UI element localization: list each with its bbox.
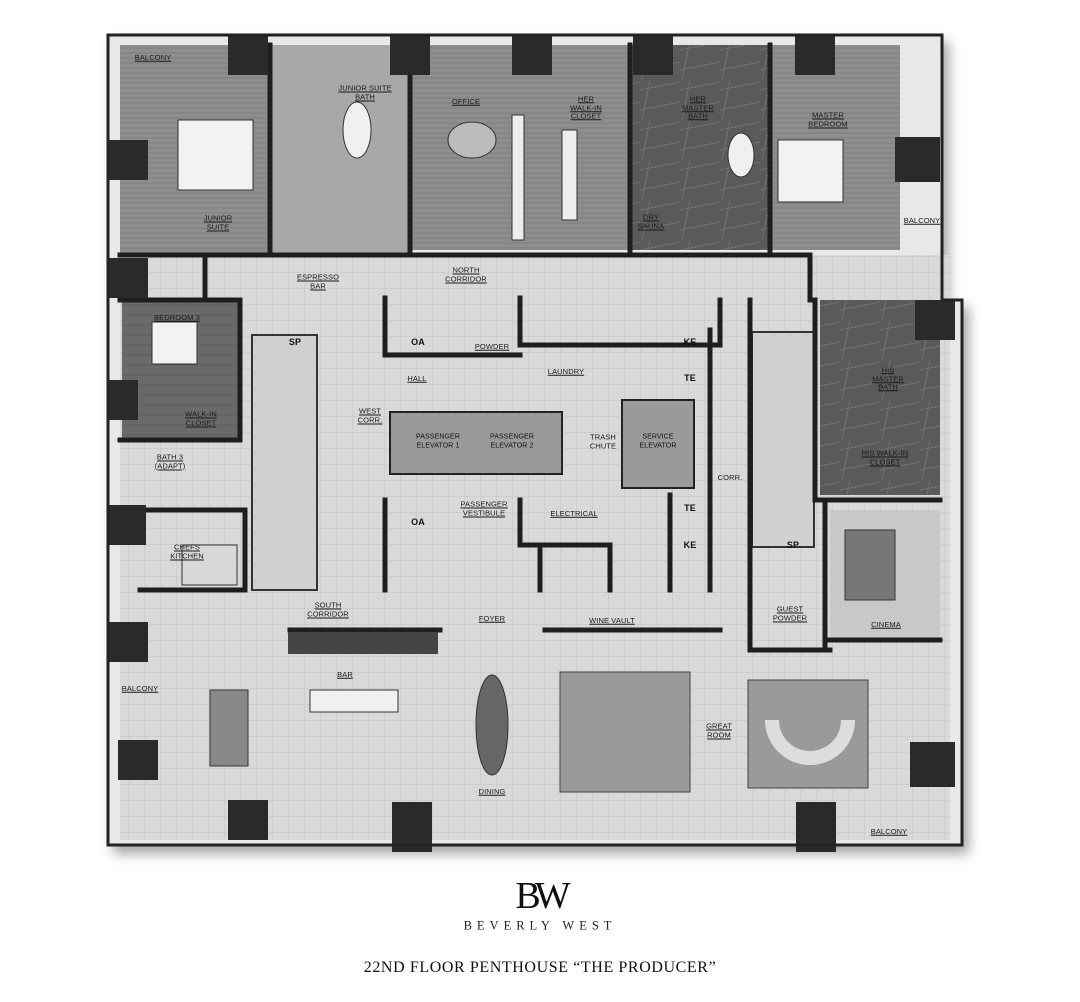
room-label-te-south: TE [684,502,696,513]
room-label-passenger-elevator-2: PASSENGER ELEVATOR 2 [490,433,534,450]
bar-counter [309,689,399,713]
room-label-corr-east: CORR. [717,472,743,482]
room-label-laundry: LAUNDRY [547,366,585,376]
room-label-wine-vault: WINE VAULT [589,615,635,625]
room-label-his-master-bath: HIS MASTER BATH [872,365,904,392]
west-stair [251,334,318,591]
brand-name: BEVERLY WEST [463,918,617,933]
room-label-oa-north: OA [411,336,425,347]
room-label-his-walk-in-closet: HIS WALK-IN CLOSET [861,448,909,466]
room-label-hall: HALL [407,373,427,383]
room-label-junior-suite-bath: JUNIOR SUITE BATH [338,83,392,101]
room-label-bar: BAR [337,669,353,679]
dining-table [475,674,509,776]
room-label-balcony-sw: BALCONY [121,683,159,693]
pool-table [209,689,249,767]
bedroom-3-bed [151,321,198,365]
brand-logo-letters: BW [515,875,570,917]
cinema-sofa [844,529,896,601]
room-label-sp-west: SP [288,336,302,347]
room-label-te-north: TE [684,372,696,383]
room-label-electrical: ELECTRICAL [550,508,598,518]
room-label-dining: DINING [478,786,506,796]
brand-logo: BW [515,874,570,918]
sectional-sofa [765,719,855,765]
plan-title: 22ND FLOOR PENTHOUSE “THE PRODUCER” [363,959,717,976]
room-label-west-corr: WEST CORR. [357,406,383,424]
room-label-junior-suite: JUNIOR SUITE [203,213,233,231]
tub-her [727,132,755,178]
room-label-dry-sauna: DRY SAUNA [637,212,665,230]
room-label-balcony-nw: BALCONY [134,52,172,62]
room-label-balcony-ne: BALCONY [903,215,941,225]
room-label-cinema: CINEMA [871,619,901,629]
room-label-service-elevator: SERVICE ELEVATOR [639,433,677,450]
room-label-passenger-elevator-1: PASSENGER ELEVATOR 1 [416,433,460,450]
room-label-espresso-bar: ESPRESSO BAR [296,272,340,290]
room-label-north-corridor: NORTH CORRIDOR [445,265,487,283]
passenger-elevators [389,411,563,475]
tub-junior [342,101,372,159]
room-label-passenger-vestibule: PASSENGER VESTIBULE [460,499,508,517]
floor-plan-drawing [106,33,964,852]
east-stair [751,331,815,548]
closet-island-2 [561,129,578,221]
room-label-great-room: GREAT ROOM [706,721,732,739]
room-label-south-corridor: SOUTH CORRIDOR [307,600,349,618]
room-label-powder: POWDER [474,341,510,351]
closet-island-1 [511,114,525,241]
room-label-chefs-kitchen: CHEFS KITCHEN [170,542,204,560]
junior-suite-bed [177,119,254,191]
room-label-trash-chute: TRASH CHUTE [589,432,617,450]
room-label-bedroom-3: BEDROOM 3 [154,312,200,322]
great-room-rug-1 [559,671,691,793]
service-elevator-shaft [621,399,695,489]
room-label-ke-south: KE [683,539,697,550]
kitchen-island [181,544,238,586]
room-label-office: OFFICE [451,96,481,106]
interior-walls [117,42,943,653]
foyer-console [288,632,438,654]
room-label-balcony-se: BALCONY [870,826,908,836]
room-label-foyer: FOYER [478,613,506,623]
office-desk [447,121,497,159]
furniture [151,101,896,793]
room-label-master-bedroom: MASTER BEDROOM [808,110,848,128]
room-label-oa-south: OA [411,516,425,527]
master-bed [777,139,844,203]
room-label-her-walk-in-closet: HER WALK-IN CLOSET [570,94,602,121]
exterior-wall [106,33,964,847]
room-label-her-master-bath: HER MASTER BATH [682,94,714,121]
room-label-sp-east: SP [786,539,800,550]
room-label-walk-in-closet: WALK-IN CLOSET [185,409,217,427]
junior-bath-floor [270,45,410,255]
room-label-guest-powder: GUEST POWDER [772,604,808,622]
room-label-ke-north: KE [683,336,697,347]
room-label-bath-3: BATH 3 (ADAPT) [154,452,186,470]
